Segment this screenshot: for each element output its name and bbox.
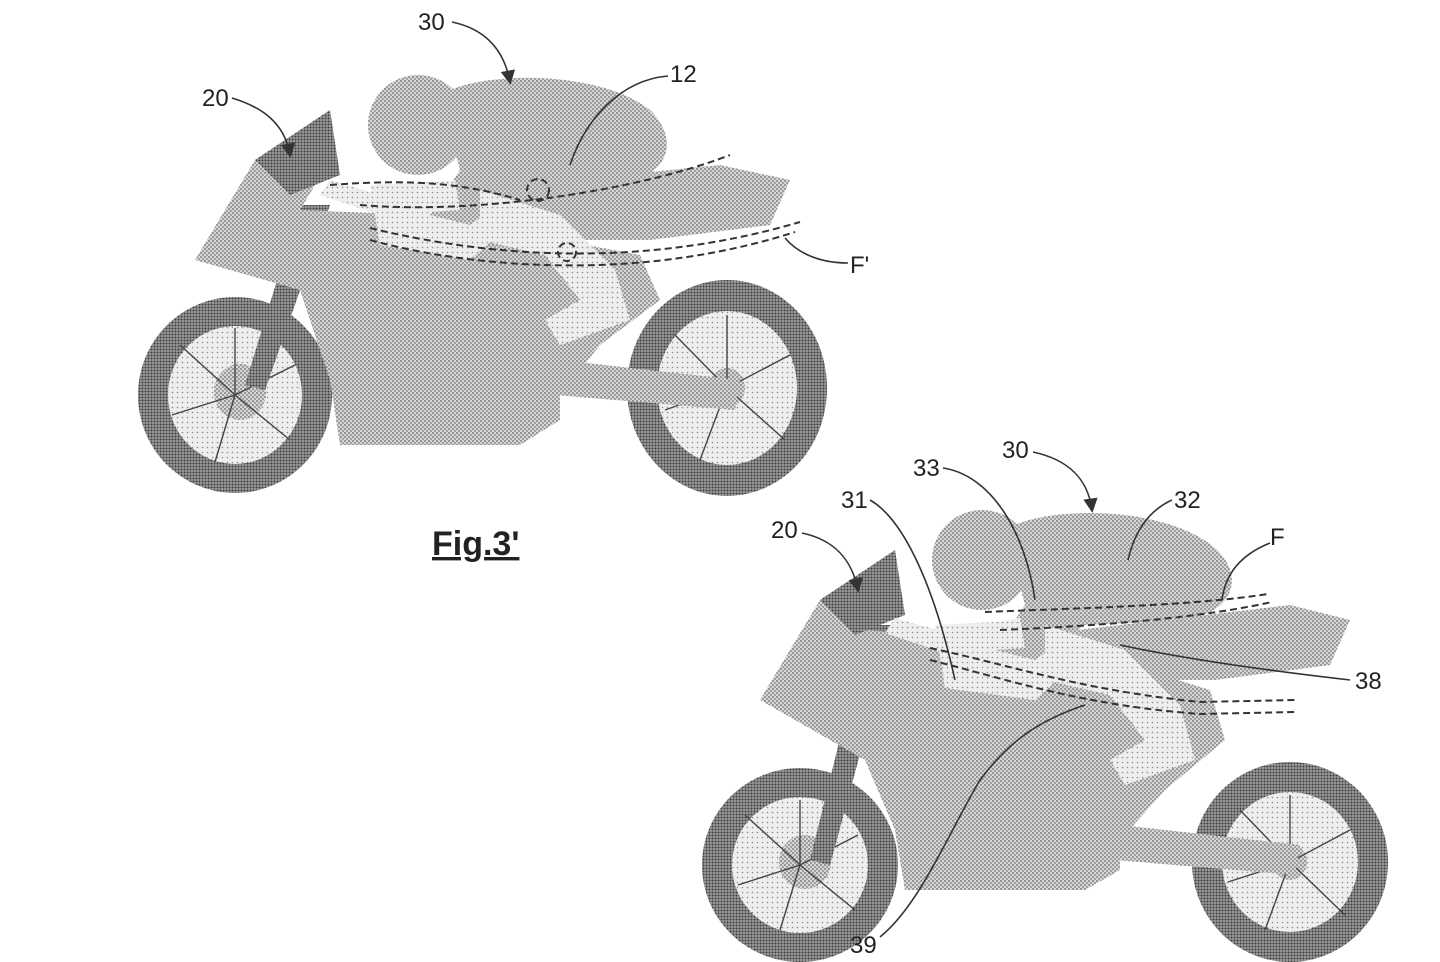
- label-30-bottom: 30: [1002, 437, 1029, 464]
- label-30-top: 30: [418, 9, 445, 36]
- label-33: 33: [913, 455, 940, 482]
- swingarm: [555, 360, 740, 410]
- fairing-body-2: [760, 550, 1225, 890]
- rider-2: [885, 510, 1232, 785]
- leader-20-top: [231, 97, 296, 158]
- figure-second-motorcycle: [702, 510, 1388, 962]
- rider-leg-2: [1045, 625, 1195, 785]
- flow-line-lower-a: [929, 647, 1296, 704]
- label-f-prime: F': [850, 252, 869, 279]
- rider-leg: [480, 190, 630, 345]
- label-20-bottom: 20: [771, 517, 798, 544]
- flow-line-seat: [359, 154, 731, 209]
- leader-12: [569, 75, 669, 166]
- leader-30-top: [451, 21, 515, 85]
- leader-33: [942, 467, 1036, 601]
- fairing-body: [195, 110, 660, 445]
- flow-line-upper: [329, 181, 521, 201]
- leader-39: [879, 704, 1086, 938]
- swingarm-2: [1115, 825, 1300, 875]
- pivot-circle-upper: [526, 178, 550, 202]
- leader-38: [1119, 644, 1351, 681]
- figure-caption-3-prime: Fig.3': [432, 525, 519, 563]
- label-20-top: 20: [202, 85, 229, 112]
- leader-20-bottom: [801, 532, 863, 593]
- label-31: 31: [841, 487, 868, 514]
- leader-f: [1221, 542, 1271, 601]
- rider-torso-2: [995, 513, 1232, 660]
- figure-3-prime-motorcycle: [138, 75, 827, 496]
- flow-line-lower-b: [929, 659, 1296, 716]
- rider-arm-2: [885, 618, 1025, 653]
- rider-arm: [320, 180, 460, 215]
- leader-32: [1127, 499, 1173, 561]
- leader-f-prime: [784, 237, 849, 264]
- flow-line-f-a: [984, 593, 1269, 613]
- label-39: 39: [850, 932, 877, 959]
- label-12: 12: [670, 61, 697, 88]
- label-f: F: [1270, 524, 1285, 551]
- rider-torso: [430, 77, 667, 225]
- front-wheel: [138, 297, 332, 493]
- rider: [320, 75, 667, 345]
- leader-30-bottom: [1032, 451, 1098, 513]
- flow-line-f-b: [999, 601, 1273, 631]
- windscreen: [255, 110, 340, 195]
- leader-31: [869, 499, 956, 681]
- label-32: 32: [1174, 487, 1201, 514]
- label-38: 38: [1355, 668, 1382, 695]
- pivot-circle-lower: [557, 242, 577, 262]
